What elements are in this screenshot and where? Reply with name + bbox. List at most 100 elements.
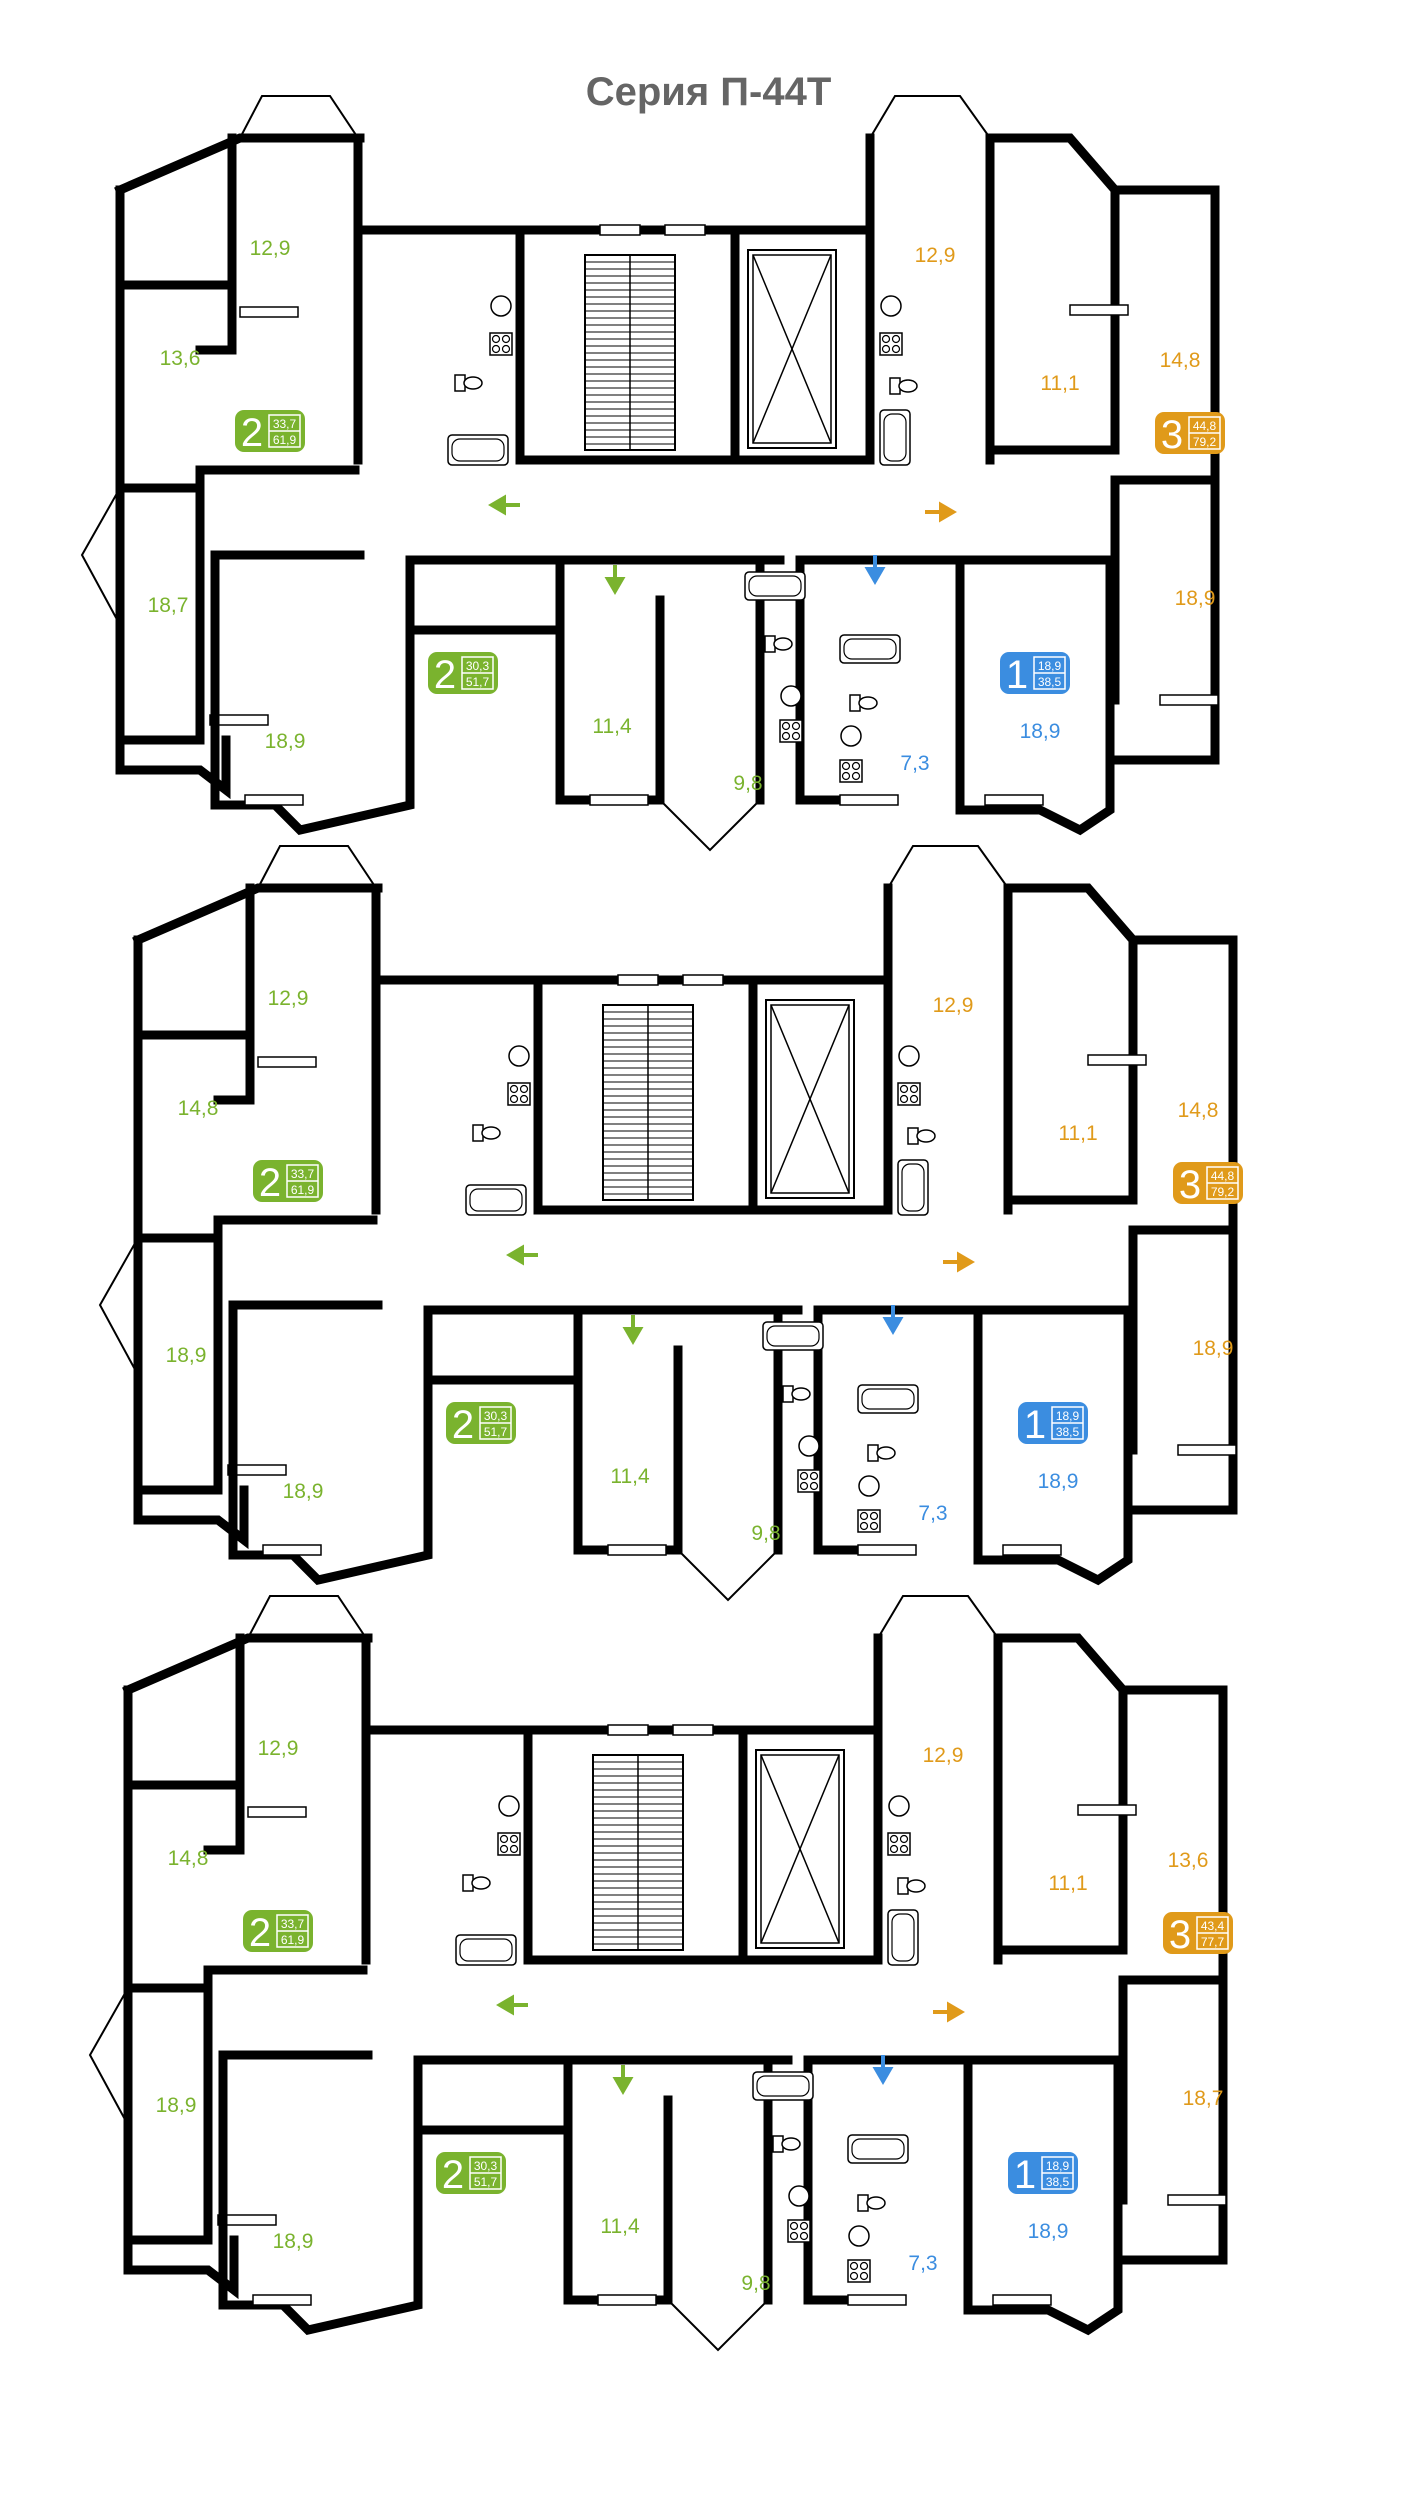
window bbox=[1077, 1804, 1137, 1816]
room-area: 12,9 bbox=[915, 244, 956, 267]
elevator-shaft bbox=[765, 999, 855, 1199]
room-area: 9,8 bbox=[741, 2272, 770, 2295]
room-area: 7,3 bbox=[900, 752, 929, 775]
sink bbox=[508, 1045, 530, 1067]
badge-living-area: 30,3 bbox=[484, 1409, 508, 1423]
window bbox=[597, 2294, 657, 2306]
floor-plan-3: 12,914,818,912,911,113,618,718,911,49,87… bbox=[88, 1595, 1233, 2352]
sink bbox=[858, 1475, 880, 1497]
sink bbox=[498, 1795, 520, 1817]
room-area: 18,7 bbox=[1183, 2087, 1224, 2110]
bathtub bbox=[839, 634, 901, 664]
bay-window bbox=[667, 2299, 769, 2352]
room-area: 18,9 bbox=[273, 2230, 314, 2253]
bay-window bbox=[869, 95, 991, 139]
room-area: 14,8 bbox=[178, 1097, 219, 1120]
badge-living-area: 18,9 bbox=[1038, 659, 1062, 673]
stove bbox=[857, 1509, 881, 1533]
stove bbox=[489, 332, 513, 356]
room-area: 14,8 bbox=[168, 1847, 209, 1870]
sink bbox=[798, 1435, 820, 1457]
wall bbox=[955, 555, 1115, 836]
wall bbox=[963, 2055, 1123, 2336]
window bbox=[1002, 1544, 1062, 1556]
bathtub bbox=[447, 434, 509, 466]
wall bbox=[993, 1633, 1228, 1695]
badge-room-count: 1 bbox=[1014, 2153, 1036, 2197]
toilet bbox=[867, 1444, 896, 1462]
badge-total-area: 38,5 bbox=[1046, 2175, 1070, 2189]
window bbox=[239, 306, 299, 318]
toilet bbox=[782, 1385, 811, 1403]
badge-room-count: 2 bbox=[442, 2153, 464, 2197]
room-area: 9,8 bbox=[751, 1522, 780, 1545]
room-area: 12,9 bbox=[258, 1737, 299, 1760]
badge-total-area: 79,2 bbox=[1193, 435, 1217, 449]
wall bbox=[973, 1305, 1133, 1586]
badge-living-area: 18,9 bbox=[1056, 1409, 1080, 1423]
window bbox=[589, 794, 649, 806]
stove bbox=[797, 1469, 821, 1493]
room-area: 18,9 bbox=[1175, 587, 1216, 610]
staircase bbox=[584, 254, 676, 451]
wall bbox=[993, 1685, 1128, 1955]
badge-room-count: 2 bbox=[259, 1161, 281, 1205]
room-area: 9,8 bbox=[733, 772, 762, 795]
stove bbox=[847, 2259, 871, 2283]
window bbox=[244, 794, 304, 806]
toilet bbox=[889, 377, 918, 395]
entrance-arrow-one bbox=[872, 2055, 894, 2085]
bathtub bbox=[762, 1321, 824, 1351]
window bbox=[607, 1724, 649, 1736]
badge-total-area: 79,2 bbox=[1211, 1185, 1235, 1199]
stove bbox=[779, 719, 803, 743]
room-area: 18,9 bbox=[156, 2094, 197, 2117]
window bbox=[217, 2214, 277, 2226]
bay-window bbox=[239, 95, 359, 139]
bay-window bbox=[677, 1549, 779, 1602]
room-area: 11,1 bbox=[1058, 1122, 1097, 1145]
bay-window bbox=[887, 845, 1009, 889]
room-area: 11,4 bbox=[610, 1465, 650, 1488]
room-area: 7,3 bbox=[918, 1502, 947, 1525]
badge-room-count: 1 bbox=[1006, 653, 1028, 697]
window bbox=[262, 1544, 322, 1556]
elevator-shaft bbox=[747, 249, 837, 449]
apartment-badge-right: 3 44,8 79,2 bbox=[1173, 1162, 1243, 1207]
window bbox=[682, 974, 724, 986]
badge-total-area: 38,5 bbox=[1056, 1425, 1080, 1439]
window bbox=[992, 2294, 1052, 2306]
bay-window bbox=[659, 799, 761, 852]
wall bbox=[1110, 635, 1220, 765]
badge-room-count: 3 bbox=[1179, 1163, 1201, 1207]
stove bbox=[897, 1082, 921, 1106]
room-area: 12,9 bbox=[923, 1744, 964, 1767]
bay-window bbox=[98, 1237, 139, 1376]
entrance-arrow-one bbox=[864, 555, 886, 585]
room-area: 18,9 bbox=[265, 730, 306, 753]
room-area: 12,9 bbox=[268, 987, 309, 1010]
toilet bbox=[857, 2194, 886, 2212]
window bbox=[227, 1464, 287, 1476]
badge-total-area: 61,9 bbox=[281, 1933, 305, 1947]
stove bbox=[879, 332, 903, 356]
window bbox=[209, 714, 269, 726]
room-area: 18,7 bbox=[148, 594, 189, 617]
window bbox=[847, 2294, 907, 2306]
badge-room-count: 2 bbox=[241, 411, 263, 455]
bathtub bbox=[879, 409, 911, 466]
badge-total-area: 51,7 bbox=[466, 675, 490, 689]
badge-room-count: 1 bbox=[1024, 1403, 1046, 1447]
wall bbox=[122, 1633, 373, 1696]
badge-total-area: 61,9 bbox=[291, 1183, 315, 1197]
toilet bbox=[897, 1877, 926, 1895]
entrance-arrow-one bbox=[882, 1305, 904, 1335]
badge-living-area: 44,8 bbox=[1211, 1169, 1235, 1183]
